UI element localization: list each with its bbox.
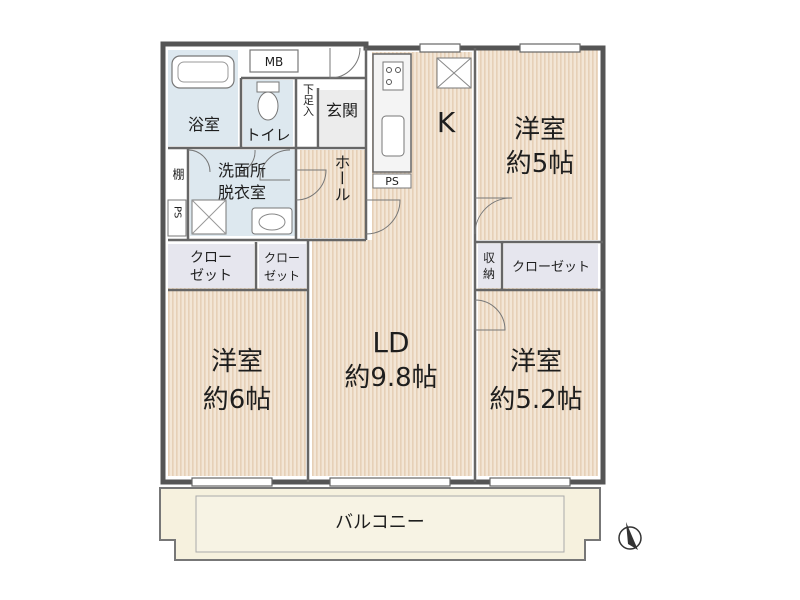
room-hall [300,150,366,238]
interior-walls [168,48,603,482]
bathtub [171,55,235,89]
ps-left-box [167,199,187,237]
closet-a [168,244,254,288]
label-western-se: 洋室 [510,347,562,377]
room-ld [312,240,472,476]
label-entrance: 玄関 [326,101,358,120]
toilet-fixture [256,81,280,121]
closet-b [259,244,306,288]
label-kitchen: K [437,106,456,139]
room-entrance [320,90,366,146]
mb-box [249,49,299,73]
size-ld: 約9.8帖 [344,363,437,393]
label-toilet: トイレ [245,126,290,144]
label-bath: 浴室 [188,115,220,134]
label-washroom: 洗面所 [218,161,266,180]
storage-unit [478,244,500,288]
label-mb: MB [265,55,284,69]
label-western-sw: 洋室 [211,347,263,377]
wash-basin [251,207,293,235]
label-shoe-box: 下足入 [302,84,315,117]
label-ps-kitchen: PS [385,175,399,188]
label-balcony: バルコニー [335,512,425,533]
label-closet-b-1: クロー [264,251,300,265]
label-closet-c: クローゼット [512,260,590,275]
ps-kitchen-box [372,173,412,189]
label-ld: LD [372,326,409,359]
room-western-se [478,288,598,476]
size-western-se: 約5.2帖 [489,385,582,415]
kitchen-counter [372,53,472,173]
label-shelf: 棚 [171,167,185,181]
label-closet-a-2: ゼット [190,268,232,284]
label-closet-b-2: ゼット [264,269,300,283]
label-hall: ホール [332,154,351,202]
washer-pan [191,199,227,235]
label-western-north: 洋室 [514,115,566,145]
doors [187,47,513,331]
windows [191,43,581,487]
room-labels: 浴室 トイレ 玄関 K 洋室 約5帖 下足入 ホール 棚 洗面所 脱衣室 PS … [171,55,590,533]
label-storage-1: 収 [483,251,495,265]
size-western-north: 約5帖 [506,149,575,179]
room-western-sw [168,288,306,476]
outer-walls [160,41,606,485]
room-western-north [478,50,598,240]
label-ps-left: PS [172,206,183,218]
north-arrow-icon [618,522,642,550]
label-dressing-room: 脱衣室 [218,183,266,202]
size-western-sw: 約6帖 [203,385,272,415]
balcony-area [159,487,601,561]
label-storage-2: 納 [483,267,495,281]
label-closet-a-1: クロー [190,250,232,266]
closet-c [504,244,598,288]
